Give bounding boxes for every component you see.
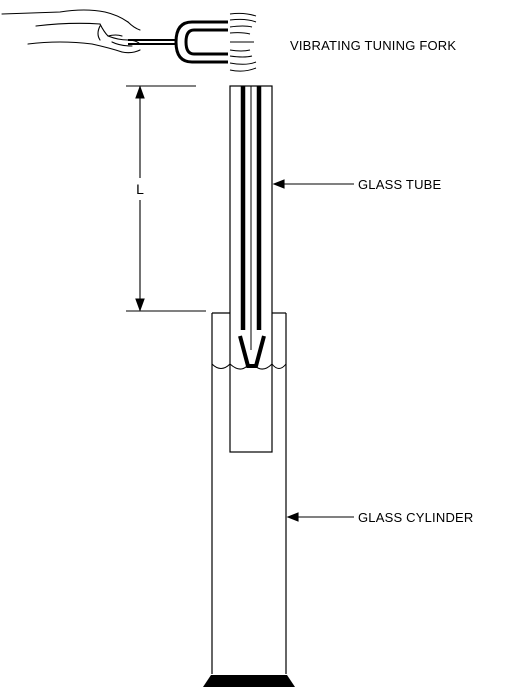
length-label-backdrop <box>130 178 150 200</box>
glass-tube <box>229 85 273 453</box>
tuning-fork <box>128 20 228 64</box>
cylinder-base <box>203 675 295 687</box>
water-meniscus <box>211 363 287 370</box>
glass-tube-pointer <box>272 179 354 189</box>
glass-cylinder-label: GLASS CYLINDER <box>358 510 474 525</box>
glass-cylinder-pointer <box>286 512 354 522</box>
glass-cylinder <box>211 312 287 674</box>
glass-tube-label: GLASS TUBE <box>358 177 442 192</box>
length-label: L <box>136 181 144 197</box>
hand-drawing <box>1 9 141 54</box>
vibration-marks <box>229 12 257 72</box>
tuning-fork-label: VIBRATING TUNING FORK <box>290 38 456 53</box>
